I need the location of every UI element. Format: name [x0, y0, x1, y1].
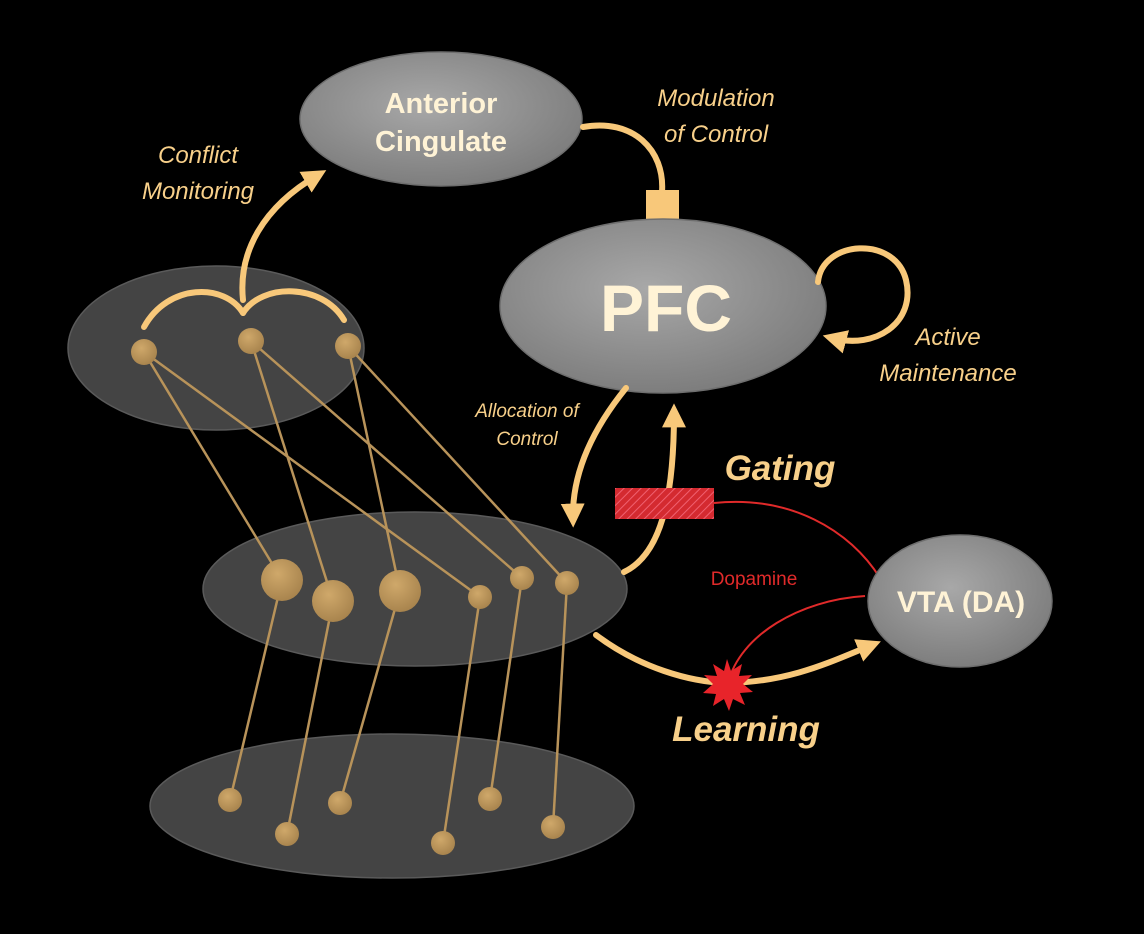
modulation-terminal-square	[646, 190, 679, 222]
unit-large	[261, 559, 303, 601]
connection-line	[488, 577, 524, 800]
dopamine-line-to-learning	[727, 595, 866, 684]
connection-line	[143, 350, 481, 599]
unit	[218, 788, 242, 812]
conflict-monitoring-label-line1: Conflict	[158, 142, 239, 169]
allocation-of-control-arrow	[560, 385, 629, 528]
active-maintenance-label-line2: Maintenance	[879, 360, 1016, 387]
vta-label: VTA (DA)	[897, 586, 1025, 619]
connection-line	[228, 579, 284, 801]
connection-line	[338, 590, 402, 804]
unit-large	[312, 580, 354, 622]
conflict-arrow-path	[239, 170, 327, 303]
allocation-of-control-label-line1: Allocation of	[474, 401, 580, 422]
unit	[328, 791, 352, 815]
gating-label: Gating	[725, 449, 836, 488]
active-maintenance-loop	[815, 245, 911, 354]
connection-line	[551, 582, 569, 828]
top-to-middle-connections	[142, 340, 568, 602]
unit	[238, 328, 264, 354]
modulation-of-control-label-line1: Modulation	[657, 85, 774, 112]
unit	[555, 571, 579, 595]
allocation-of-control-label-line2: Control	[496, 429, 558, 450]
modulation-arrow	[580, 122, 666, 195]
anterior-cingulate-label-line2: Cingulate	[375, 126, 507, 158]
connection-line	[250, 340, 523, 579]
bottom-layer-units	[218, 787, 565, 855]
unit	[431, 831, 455, 855]
unit	[478, 787, 502, 811]
unit	[275, 822, 299, 846]
conflict-arc-left	[141, 289, 246, 330]
conflict-monitoring-label-line2: Monitoring	[142, 178, 255, 205]
active-maintenance-label-line1: Active	[913, 324, 980, 351]
unit	[131, 339, 157, 365]
dopamine-label: Dopamine	[711, 569, 798, 590]
anterior-cingulate-node	[299, 51, 583, 187]
connection-line	[142, 351, 284, 581]
conflict-arc-right	[240, 288, 347, 323]
anterior-cingulate-label-line1: Anterior	[385, 88, 498, 120]
dopamine-line-to-gating	[713, 500, 881, 579]
pfc-node	[499, 218, 827, 394]
connection-line	[441, 596, 482, 844]
bottom-layer	[149, 733, 635, 879]
learning-burst-icon	[703, 659, 753, 711]
middle-layer-units	[261, 559, 579, 622]
connection-line	[347, 345, 568, 584]
unit	[335, 333, 361, 359]
unit	[468, 585, 492, 609]
top-layer	[67, 265, 365, 431]
unit	[510, 566, 534, 590]
vta-node	[867, 534, 1053, 668]
top-layer-units	[131, 328, 361, 365]
connection-line	[249, 340, 335, 602]
unit	[541, 815, 565, 839]
unit-large	[379, 570, 421, 612]
pfc-label: PFC	[600, 271, 732, 345]
middle-to-bottom-connections	[228, 577, 569, 844]
conflict-monitoring-arrow	[141, 170, 347, 330]
gating-bar	[615, 488, 714, 519]
modulation-of-control-label-line2: of Control	[664, 121, 769, 148]
learning-label: Learning	[672, 710, 820, 749]
connection-line	[346, 345, 402, 592]
connection-line	[285, 600, 335, 835]
